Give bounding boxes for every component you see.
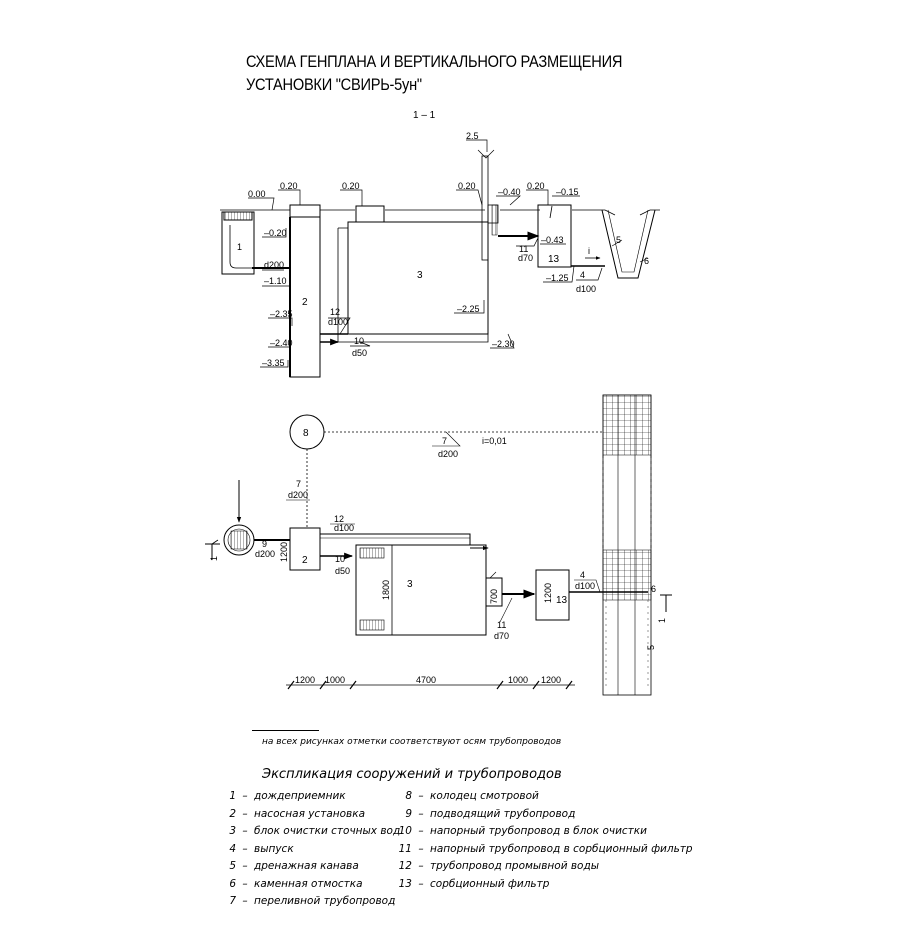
explication-left-column: 1–дождеприемник 2–насосная установка 3–б…: [222, 790, 400, 913]
dim-chain-1200-a: 1200: [295, 675, 315, 685]
label-plan-10: 10: [335, 554, 345, 564]
explication-item: 8–колодец смотровой: [405, 790, 539, 802]
title-line-2: УСТАНОВКИ "СВИРЬ-5ун": [246, 75, 422, 94]
elev-0-20-a: 0.20: [280, 181, 298, 191]
explication-title: Экспликация сооружений и трубопроводов: [262, 767, 562, 782]
label-plan-5: 5: [646, 645, 656, 650]
explication-right-column: 8–колодец смотровой 9–подводящий трубопр…: [398, 790, 693, 895]
elev-m2-30: –2.30: [492, 339, 515, 349]
drawing-note: на всех рисунках отметки соответствуют о…: [262, 737, 562, 747]
elev-0-20-c: 0.20: [458, 181, 476, 191]
elev-m1-25: –1.25: [546, 273, 569, 283]
label-13: 13: [548, 254, 560, 265]
label-plan-11-d: d70: [494, 631, 509, 641]
treatment-block-section: [347, 221, 489, 335]
label-plan-11: 11: [497, 620, 506, 630]
elev-m2-40: –2.40: [270, 338, 293, 348]
elev-m1-10: –1.10: [264, 276, 287, 286]
elev-m2-25: –2.25: [457, 304, 480, 314]
label-plan-4: 4: [580, 570, 585, 580]
label-slope: i=0,01: [482, 436, 507, 446]
explication-item: 1–дождеприемник: [229, 790, 346, 802]
elev-m0-40: –0.40: [498, 187, 521, 197]
label-3: 3: [417, 270, 423, 281]
cut-label-right: 1: [657, 618, 667, 623]
cut-label-left: 1: [209, 556, 219, 561]
explication-item: 3–блок очистки сточных вод: [229, 825, 401, 837]
label-plan-12: 12: [334, 514, 344, 524]
label-slope-i: i: [588, 246, 590, 256]
elev-0-20-d: 0.20: [527, 181, 545, 191]
dim-700: 700: [489, 589, 499, 604]
dim-1200-b: 1200: [543, 583, 553, 603]
rain-receiver-plan: [223, 524, 255, 556]
label-2: 2: [302, 297, 308, 308]
explication-item: 7–переливной трубопровод: [229, 895, 396, 907]
label-11-d: d70: [518, 253, 533, 263]
dim-1800: 1800: [381, 580, 391, 600]
explication-item: 9–подводящий трубопровод: [405, 807, 576, 820]
explication-item: 13–сорбционный фильтр: [398, 877, 550, 890]
label-10: 10: [354, 336, 364, 346]
elev-m2-35: –2.35: [270, 309, 293, 319]
ground-line: [220, 209, 660, 216]
label-plan-2: 2: [302, 555, 308, 566]
label-plan-6: 6: [651, 584, 656, 594]
explication-item: 5–дренажная канава: [229, 860, 359, 872]
drainage-ditch: [601, 209, 656, 279]
label-4-d: d100: [576, 284, 596, 294]
elev-m0-15: –0.15: [556, 187, 579, 197]
label-plan-3: 3: [407, 579, 413, 590]
label-plan-10-d: d50: [335, 566, 350, 576]
label-9-d: d200: [255, 549, 275, 559]
elev-0-00: 0.00: [248, 189, 266, 199]
elev-m3-35: –3.35: [262, 358, 285, 368]
label-4: 4: [580, 270, 585, 280]
elev-m0-20: –0.20: [264, 228, 287, 238]
label-d200-inlet: d200: [264, 260, 284, 270]
dim-chain-4700: 4700: [416, 675, 436, 685]
label-7-b-d: d200: [288, 490, 308, 500]
pump-well-section: [289, 204, 321, 378]
label-5: 5: [616, 235, 621, 245]
section-view: 1 – 1 1 2 3 13: [220, 110, 660, 378]
explication-item: 4–выпуск: [229, 842, 294, 855]
dim-chain-1200-b: 1200: [541, 675, 561, 685]
elev-m0-43: –0.43: [541, 235, 564, 245]
label-11: 11: [519, 244, 528, 254]
label-9: 9: [262, 539, 267, 549]
label-12: 12: [330, 307, 340, 317]
dim-chain-1000-b: 1000: [508, 675, 528, 685]
outlet-box-700: [485, 577, 503, 607]
label-7-a-d: d200: [438, 449, 458, 459]
sorption-filter-plan: [535, 569, 570, 621]
label-plan-12-d: d100: [334, 523, 354, 533]
pump-station-plan: [289, 527, 321, 571]
label-12-d: d100: [328, 317, 348, 327]
label-10-d: d50: [352, 348, 367, 358]
label-7-a: 7: [442, 436, 447, 446]
label-plan-4-d: d100: [575, 581, 595, 591]
explication-item: 2–насосная установка: [229, 807, 366, 820]
label-6: 6: [644, 256, 649, 266]
dimension-chain: 1200 1000 4700 1000 1200: [286, 675, 575, 690]
label-1: 1: [237, 242, 242, 252]
explication-item: 10–напорный трубопровод в блок очистки: [398, 825, 647, 837]
section-label: 1 – 1: [413, 110, 436, 121]
dim-1200-a: 1200: [279, 542, 289, 562]
explication-item: 6–каменная отмостка: [229, 877, 363, 890]
title-line-1: СХЕМА ГЕНПЛАНА И ВЕРТИКАЛЬНОГО РАЗМЕЩЕНИ…: [246, 52, 623, 71]
note-rule: [252, 730, 319, 731]
explication-item: 12–трубопровод промывной воды: [398, 860, 600, 872]
elev-0-20-b: 0.20: [342, 181, 360, 191]
plan-view: 8 7 d200 i=0,01 7 d200 1 2 1200 9 d200: [205, 394, 672, 696]
label-8: 8: [303, 428, 309, 439]
label-plan-13: 13: [556, 595, 568, 606]
explication-item: 11–напорный трубопровод в сорбционный фи…: [398, 842, 693, 855]
elev-2-5: 2.5: [466, 131, 479, 141]
dim-chain-1000-a: 1000: [325, 675, 345, 685]
label-7-b: 7: [296, 479, 301, 489]
drawing-title: СХЕМА ГЕНПЛАНА И ВЕРТИКАЛЬНОГО РАЗМЕЩЕНИ…: [246, 50, 622, 96]
